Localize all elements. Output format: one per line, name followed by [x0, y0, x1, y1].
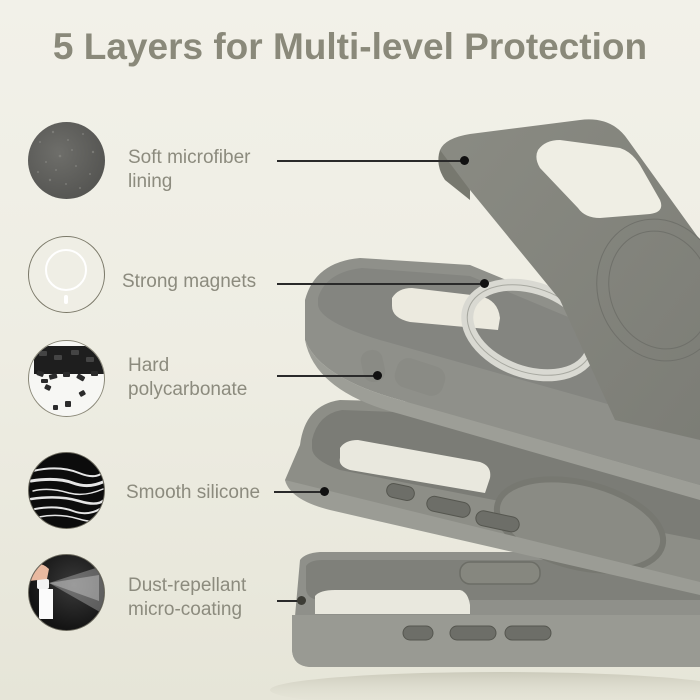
feature-label: Soft microfiber lining [128, 147, 251, 192]
silicone-swirl-icon [28, 452, 105, 529]
magnet-ring-icon [28, 236, 105, 313]
leader-line-coating [277, 600, 299, 602]
leader-dot-coating [297, 596, 306, 605]
leader-dot-microfiber [460, 156, 469, 165]
leader-line-microfiber [277, 160, 465, 162]
feature-silicone: Smooth silicone [0, 452, 300, 532]
microfiber-texture-icon [28, 122, 105, 199]
case-layer-microfiber [438, 119, 700, 440]
leader-line-polycarbonate [277, 375, 377, 377]
feature-polycarbonate: Hard polycarbonate [0, 340, 300, 420]
feature-magnets: Strong magnets [0, 236, 300, 316]
feature-label: Strong magnets [122, 271, 257, 292]
feature-label: Dust-repellant micro-coating [128, 575, 247, 620]
leader-dot-polycarbonate [373, 371, 382, 380]
feature-coating: Dust-repellant micro-coating [0, 554, 300, 634]
feature-label: Hard polycarbonate [128, 355, 248, 400]
feature-label: Smooth silicone [126, 482, 261, 503]
feature-microfiber: Soft microfiber lining [0, 122, 300, 202]
leader-line-silicone [274, 491, 324, 493]
page-title: 5 Layers for Multi-level Protection [52, 26, 648, 67]
leader-dot-magnets [480, 279, 489, 288]
polycarbonate-pellets-icon [28, 340, 105, 417]
leader-dot-silicone [320, 487, 329, 496]
case-layer-bottom [292, 552, 700, 667]
leader-line-magnets [277, 283, 487, 285]
spray-coating-icon [28, 554, 105, 631]
